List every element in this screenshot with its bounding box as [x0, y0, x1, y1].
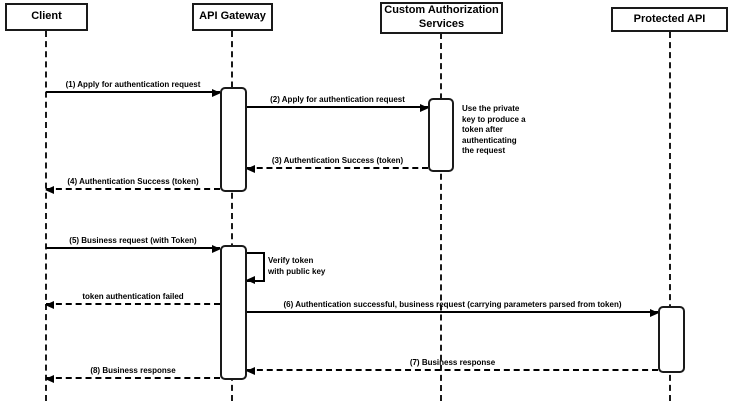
message-5-business-request: (5) Business request (with Token)	[46, 233, 221, 253]
arrowhead-right-icon	[212, 245, 221, 253]
message-2-line	[247, 104, 429, 112]
message-3-line	[246, 165, 428, 173]
self-message-verify-token-label: Verify token with public key	[268, 256, 326, 276]
message-token-auth-failed: token authentication failed	[45, 289, 220, 309]
message-7-label: (7) Business response	[409, 358, 496, 367]
arrowhead-left-icon	[45, 186, 54, 194]
message-8-business-response: (8) Business response	[45, 363, 220, 383]
message-1-line	[46, 89, 221, 97]
participant-custom-authorization-services-label: Custom Authorization Services	[384, 4, 499, 30]
activation-protected-api	[658, 306, 685, 373]
message-7-business-response: (7) Business response	[246, 355, 658, 375]
message-3-label: (3) Authentication Success (token)	[271, 156, 404, 165]
message-token-auth-failed-label: token authentication failed	[82, 292, 184, 301]
message-1-label: (1) Apply for authentication request	[65, 80, 201, 89]
activation-api-gateway-auth	[220, 87, 247, 192]
message-4-line	[45, 186, 220, 194]
participant-protected-api-label: Protected API	[633, 12, 706, 25]
participant-protected-api: Protected API	[611, 7, 728, 32]
arrowhead-left-icon	[45, 375, 54, 383]
lifeline-custom-authorization-services	[440, 33, 442, 401]
lifeline-client	[45, 31, 47, 401]
message-2-label: (2) Apply for authentication request	[270, 95, 405, 104]
message-8-line	[45, 375, 220, 383]
message-2-apply-auth-request: (2) Apply for authentication request	[247, 92, 429, 112]
message-token-auth-failed-line	[45, 301, 220, 309]
participant-custom-authorization-services: Custom Authorization Services	[380, 2, 503, 34]
lifeline-protected-api	[669, 32, 671, 401]
participant-api-gateway-label: API Gateway	[199, 10, 266, 23]
message-3-auth-success: (3) Authentication Success (token)	[246, 153, 428, 173]
message-5-label: (5) Business request (with Token)	[69, 236, 197, 245]
activation-api-gateway-business	[220, 245, 247, 380]
arrowhead-right-icon	[212, 89, 221, 97]
message-6-label: (6) Authentication successful, business …	[283, 300, 622, 309]
arrowhead-left-icon	[45, 301, 54, 309]
arrowhead-left-icon	[246, 276, 255, 284]
arrowhead-right-icon	[650, 309, 659, 317]
activation-custom-authorization-services	[428, 98, 454, 172]
message-5-line	[46, 245, 221, 253]
message-4-auth-success: (4) Authentication Success (token)	[45, 174, 220, 194]
participant-client: Client	[5, 3, 88, 31]
arrowhead-left-icon	[246, 165, 255, 173]
message-1-apply-auth-request: (1) Apply for authentication request	[46, 77, 221, 97]
self-message-verify-token-loop	[246, 252, 265, 284]
message-4-label: (4) Authentication Success (token)	[67, 177, 199, 186]
participant-api-gateway: API Gateway	[192, 3, 273, 31]
message-7-line	[246, 367, 658, 375]
arrowhead-right-icon	[420, 104, 429, 112]
message-8-label: (8) Business response	[90, 366, 176, 375]
participant-client-label: Client	[31, 10, 62, 23]
message-6-auth-successful-business-request: (6) Authentication successful, business …	[247, 297, 659, 317]
message-6-line	[247, 309, 659, 317]
arrowhead-left-icon	[246, 367, 255, 375]
lifeline-api-gateway	[231, 31, 233, 401]
note-private-key: Use the private key to produce a token a…	[462, 104, 526, 155]
